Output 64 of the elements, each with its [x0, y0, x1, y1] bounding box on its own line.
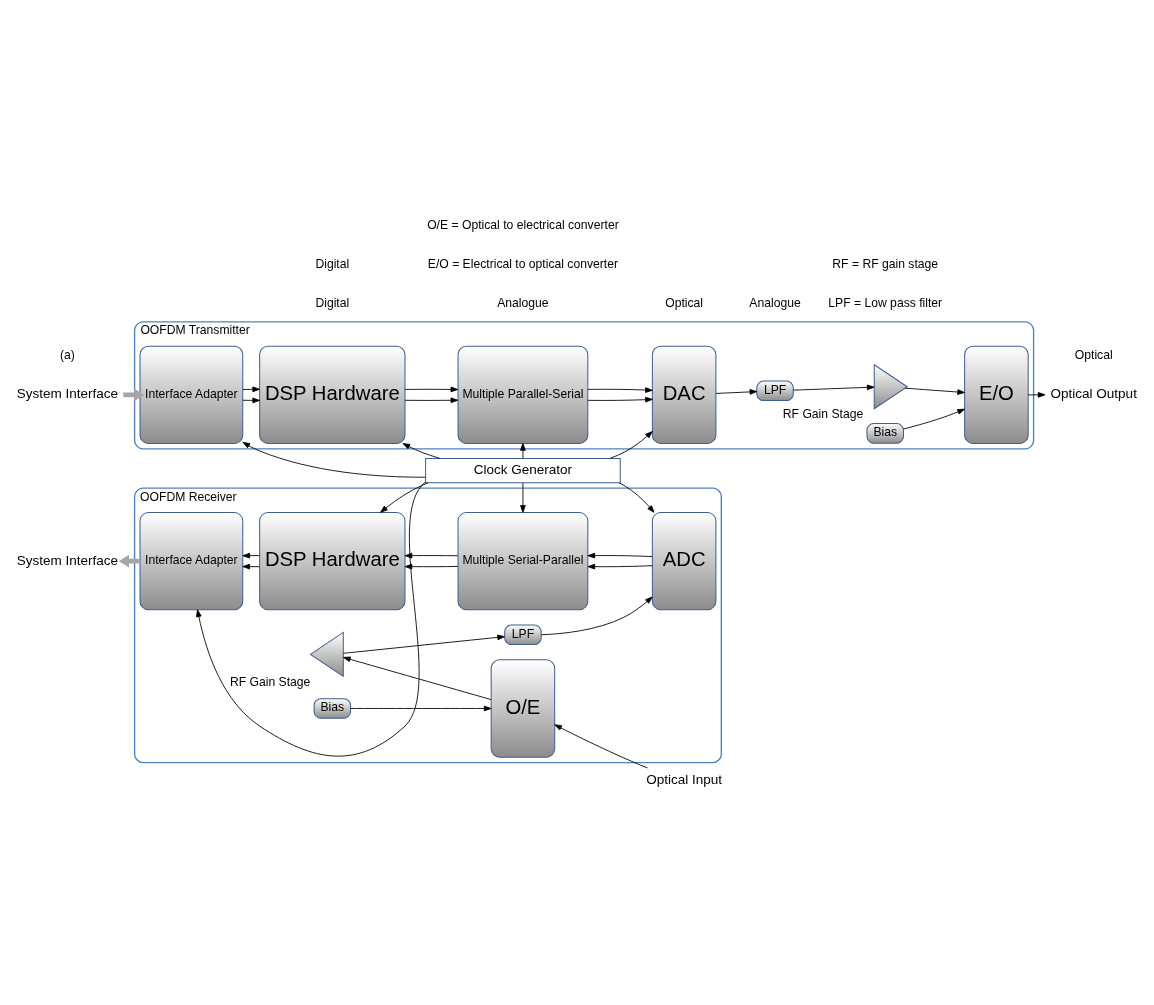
- arrow: [903, 408, 965, 429]
- arrow: [350, 705, 492, 711]
- node-text: Optical Output: [1050, 385, 1137, 401]
- node-box: Bias: [866, 422, 904, 444]
- node-box: E/O: [964, 345, 1029, 444]
- label: Digital: [315, 295, 350, 310]
- arrow: [380, 481, 429, 513]
- node-box: LPF: [756, 380, 794, 401]
- label: Analogue: [749, 295, 801, 310]
- node-box: DAC: [651, 345, 717, 444]
- node-box: Clock Generator: [425, 457, 621, 483]
- node-box: LPF: [504, 624, 542, 645]
- node-text: System Interface: [16, 552, 118, 568]
- node-text: Optical Input: [646, 771, 723, 787]
- label: LPF = Low pass filter: [828, 295, 943, 310]
- arrow: [587, 396, 653, 402]
- node-label: RF Gain Stage: [229, 674, 311, 689]
- node-triangle: [309, 631, 344, 677]
- arrow: [715, 388, 758, 395]
- arrow: [587, 563, 653, 569]
- arrow: [904, 387, 965, 395]
- arrow: [196, 481, 426, 756]
- node-box: Interface Adapter: [139, 345, 244, 444]
- label: (a): [59, 347, 75, 362]
- arrow: [404, 386, 459, 392]
- node-box: Interface Adapter: [139, 511, 244, 610]
- arrow: [242, 552, 260, 558]
- arrow: [343, 634, 505, 654]
- arrow: [520, 442, 526, 459]
- arrow: [1027, 391, 1046, 398]
- arrow: [587, 386, 653, 393]
- label: E/O = Electrical to optical converter: [427, 256, 619, 271]
- arrow: [242, 386, 260, 392]
- arrow: [242, 563, 260, 569]
- label: O/E = Optical to electrical converter: [427, 217, 619, 232]
- arrow: [343, 656, 492, 700]
- node-box: DSP Hardware: [259, 511, 406, 610]
- arrow: [618, 481, 655, 513]
- label: Digital: [315, 256, 350, 271]
- label: Optical: [1074, 347, 1113, 362]
- arrow: [404, 563, 459, 569]
- arrow: [242, 441, 426, 478]
- node-box: Bias: [313, 697, 352, 719]
- arrow: [540, 596, 653, 635]
- arrow: [402, 442, 441, 459]
- arrow: [404, 552, 459, 558]
- node-label: RF Gain Stage: [782, 406, 864, 421]
- label: Analogue: [497, 295, 549, 310]
- node-triangle: [873, 363, 909, 410]
- arrow: [587, 552, 653, 558]
- arrow: [242, 397, 260, 403]
- node-box: Multiple Parallel-Serial: [457, 345, 589, 444]
- node-box: DSP Hardware: [259, 345, 406, 444]
- arrow: [404, 396, 459, 403]
- arrow: [793, 384, 875, 391]
- arrow: [520, 482, 526, 513]
- node-box: O/E: [490, 658, 556, 758]
- node-box: Multiple Serial-Parallel: [457, 511, 589, 610]
- node-box: ADC: [651, 511, 717, 610]
- arrow: [609, 430, 653, 459]
- node-text: System Interface: [16, 385, 118, 401]
- label: Optical: [665, 295, 704, 310]
- arrow: [554, 723, 648, 768]
- label: RF = RF gain stage: [832, 256, 939, 271]
